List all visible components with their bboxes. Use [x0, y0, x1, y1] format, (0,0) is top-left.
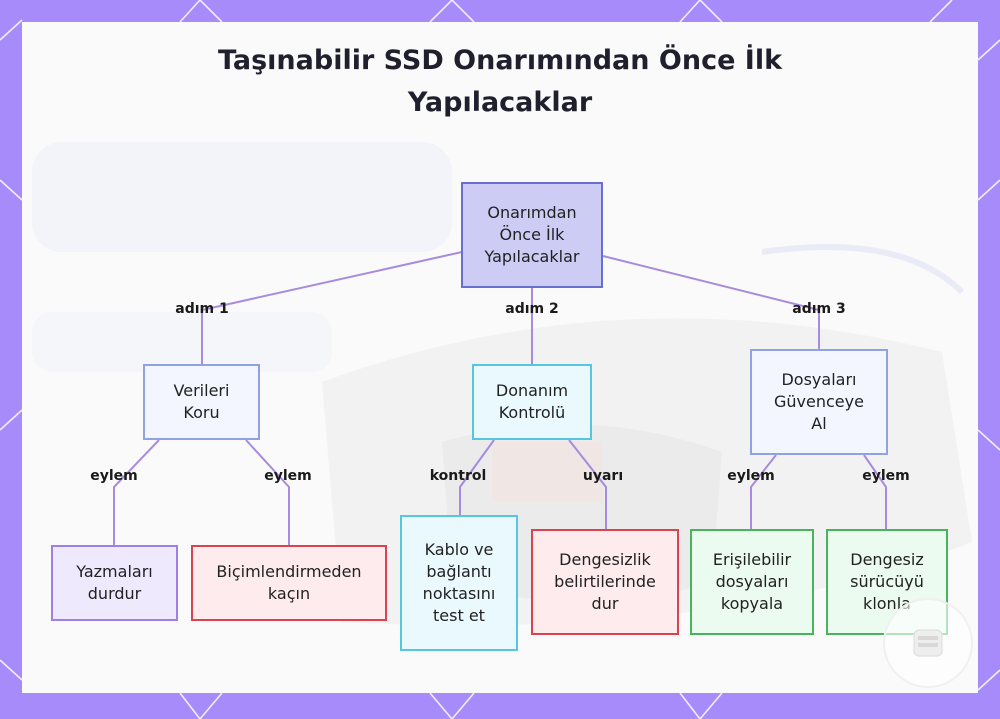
edge-label-uyari: uyarı	[582, 468, 624, 484]
edge-label-adim-3: adım 3	[792, 301, 846, 317]
edge-label-eylem: eylem	[862, 468, 910, 484]
edge-label-eylem: eylem	[264, 468, 312, 484]
edge-label-adim-1: adım 1	[175, 301, 229, 317]
edge-label-eylem: eylem	[727, 468, 775, 484]
edge-label-adim-2: adım 2	[505, 301, 559, 317]
node-dengesiz-klonla: Dengesiz sürücüyü klonla	[826, 529, 948, 635]
node-bicimlendirmeden-kacin: Biçimlendirmeden kaçın	[191, 545, 387, 621]
edge-label-kontrol: kontrol	[429, 468, 487, 484]
drive-logo-icon	[883, 598, 973, 688]
node-kablo-test: Kablo ve bağlantı noktasını test et	[400, 515, 518, 651]
node-dengesizlik-dur: Dengesizlik belirtilerinde dur	[531, 529, 679, 635]
node-root: Onarımdan Önce İlk Yapılacaklar	[461, 182, 603, 288]
edge-label-eylem: eylem	[90, 468, 138, 484]
diagram-title: Taşınabilir SSD Onarımından Önce İlk Yap…	[217, 45, 783, 118]
node-erisilebilir-kopyala: Erişilebilir dosyaları kopyala	[690, 529, 814, 635]
node-verileri-koru: Verileri Koru	[143, 364, 260, 440]
node-dosyalari-guvenceye-al: Dosyaları Güvenceye Al	[750, 349, 888, 455]
node-donanim-kontrolu: Donanım Kontrolü	[472, 364, 592, 440]
node-yazmalari-durdur: Yazmaları durdur	[51, 545, 178, 621]
